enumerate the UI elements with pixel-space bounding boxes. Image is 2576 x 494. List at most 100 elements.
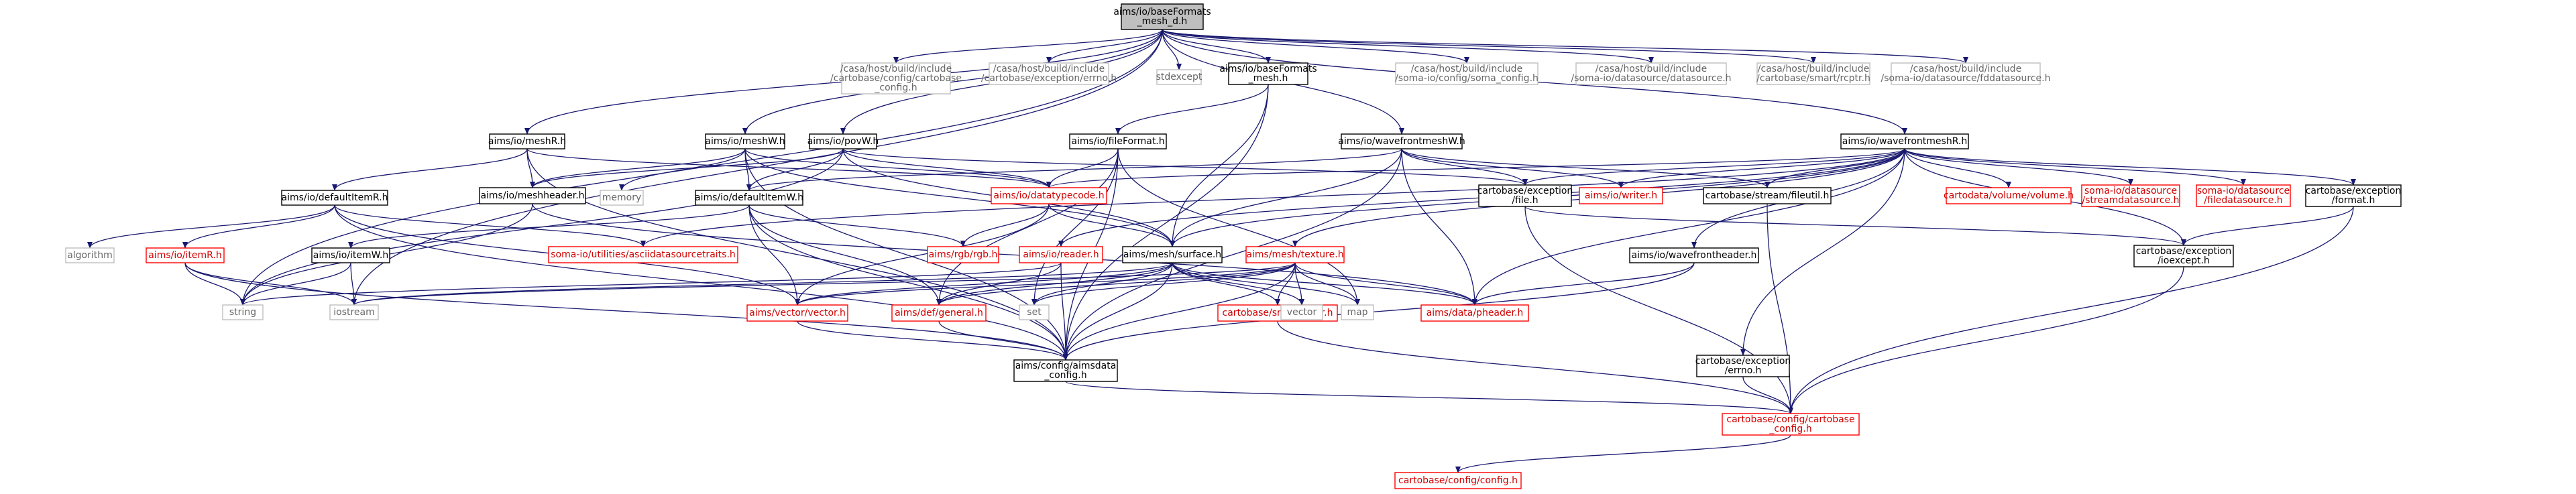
node-aimsdata_cfg[interactable]: aims/config/aimsdata_config.h	[1013, 359, 1118, 382]
node-string[interactable]: string	[222, 304, 264, 320]
node-label: /file.h	[1512, 195, 1538, 206]
node-meshheader[interactable]: aims/io/meshheader.h	[479, 187, 586, 204]
node-errno[interactable]: cartobase/exception/errno.h	[1695, 355, 1791, 377]
edge-texture-to-vector_aims	[795, 262, 1296, 306]
node-label: _config.h	[1044, 370, 1086, 381]
edge-defItemR-to-algorithm	[87, 204, 335, 249]
node-set[interactable]: set	[1019, 304, 1050, 320]
edge-reader-to-string	[240, 262, 1062, 306]
edge-texture-to-vector_std	[1294, 262, 1304, 306]
edge-ioexcept-to-cartobase_cfg	[1788, 266, 2184, 414]
node-general[interactable]: aims/def/general.h	[891, 304, 987, 322]
edge-datatypecode-to-surface	[1048, 203, 1175, 247]
node-wfmeshW[interactable]: aims/io/wavefrontmeshW.h	[1338, 133, 1465, 149]
edge-vector_aims-to-aimsdata_cfg	[797, 320, 1068, 361]
node-box	[1478, 184, 1572, 207]
node-errno_abs[interactable]: /casa/host/build/include/cartobase/excep…	[981, 62, 1117, 85]
node-box	[1341, 133, 1463, 149]
node-label: /casa/host/build/include	[1411, 64, 1522, 74]
node-box	[1579, 187, 1663, 204]
node-vector_aims[interactable]: aims/vector/vector.h	[746, 304, 848, 322]
edge-root-to-fdds_abs	[1162, 29, 1968, 64]
edge-wfmeshR-to-streamds	[1904, 148, 2133, 186]
node-datatypecode[interactable]: aims/io/datatypecode.h	[991, 187, 1107, 204]
node-reader[interactable]: aims/io/reader.h	[1019, 246, 1103, 263]
node-map[interactable]: map	[1341, 304, 1374, 320]
node-label: map	[1347, 307, 1367, 318]
node-iostream[interactable]: iostream	[329, 304, 379, 320]
node-cfg_cart[interactable]: /casa/host/build/include/cartobase/confi…	[830, 62, 962, 95]
node-cartobase_cfg[interactable]: cartobase/config/cartobase_config.h	[1722, 413, 1860, 436]
node-stdexcept[interactable]: stdexcept	[1156, 69, 1202, 85]
node-wfmeshR[interactable]: aims/io/wavefrontmeshR.h	[1840, 133, 1969, 149]
node-rcptr_abs[interactable]: /casa/host/build/include/cartobase/smart…	[1756, 62, 1870, 85]
node-meshW[interactable]: aims/io/meshW.h	[705, 133, 785, 149]
node-texture[interactable]: aims/mesh/texture.h	[1245, 246, 1345, 263]
edge-excfile-to-ioexcept	[1524, 206, 2186, 246]
node-memory[interactable]: memory	[600, 190, 644, 206]
node-label: aims/io/itemW.h	[313, 250, 388, 261]
node-label: aims/config/aimsdata	[1015, 361, 1117, 371]
edge-defItemR-to-asciitraits	[334, 204, 646, 247]
node-surface[interactable]: aims/mesh/surface.h	[1122, 246, 1223, 263]
node-excformat[interactable]: cartobase/exception/format.h	[2305, 184, 2402, 207]
edge-wfmeshR-to-errno	[1740, 148, 1905, 356]
node-box	[222, 304, 264, 320]
node-meshR[interactable]: aims/io/meshR.h	[488, 133, 566, 149]
edge-meshR-to-defItemR	[332, 148, 528, 191]
edge-surface-to-aimsdata_cfg	[1063, 262, 1173, 361]
edge-fileFormat-to-general	[936, 148, 1119, 306]
node-excfile[interactable]: cartobase/exception/file.h	[1477, 184, 1573, 207]
node-label: aims/io/datatypecode.h	[993, 190, 1104, 201]
edge-bfmesh-to-aimsdata_cfg	[1063, 84, 1269, 361]
node-box	[1420, 304, 1529, 322]
node-fdds_abs[interactable]: /casa/host/build/include/soma-io/datasou…	[1881, 62, 2051, 85]
node-label: /soma-io/config/soma_config.h	[1395, 73, 1538, 84]
node-defItemW[interactable]: aims/io/defaultItemW.h	[695, 190, 803, 206]
node-label: aims/io/reader.h	[1023, 249, 1099, 260]
edge-meshR-to-datatypecode	[526, 148, 1052, 188]
node-volume[interactable]: cartodata/volume/volume.h	[1944, 187, 2074, 204]
edge-texture-to-rcptr	[1275, 262, 1296, 306]
edge-bfmesh-to-surface	[1170, 84, 1269, 247]
edge-itemR-to-aimsdata_cfg	[184, 262, 1068, 361]
node-povW[interactable]: aims/io/povW.h	[807, 133, 879, 149]
node-label: /format.h	[2332, 195, 2375, 206]
edge-root-to-cfg_cart	[893, 29, 1163, 64]
node-fileutil[interactable]: cartobase/stream/fileutil.h	[1703, 187, 1832, 204]
edge-wfmeshR-to-pheader	[1472, 148, 1905, 306]
node-root[interactable]: aims/io/baseFormats_mesh_d.h	[1113, 3, 1211, 30]
node-fileFormat[interactable]: aims/io/fileFormat.h	[1069, 133, 1167, 149]
node-box	[1013, 359, 1118, 382]
node-box	[1696, 355, 1790, 377]
node-wfheader[interactable]: aims/io/wavefrontheader.h	[1629, 247, 1759, 263]
node-box	[809, 133, 877, 149]
node-box	[1019, 246, 1103, 263]
node-soma_ds_abs[interactable]: /casa/host/build/include/soma-io/datasou…	[1571, 62, 1732, 85]
node-label: aims/rgb/rgb.h	[929, 249, 998, 260]
node-label: algorithm	[67, 250, 113, 261]
node-fileds[interactable]: soma-io/datasource/filedatasource.h	[2196, 184, 2291, 207]
node-vector_std[interactable]: vector	[1280, 304, 1323, 320]
node-itemR[interactable]: aims/io/itemR.h	[146, 247, 225, 263]
node-config[interactable]: cartobase/config/config.h	[1394, 472, 1522, 489]
edge-root-to-stdexcept	[1162, 29, 1182, 70]
node-label: aims/io/wavefrontmeshR.h	[1842, 136, 1968, 147]
node-itemW[interactable]: aims/io/itemW.h	[311, 247, 390, 263]
node-label: /streamdatasource.h	[2082, 195, 2179, 206]
node-ioexcept[interactable]: cartobase/exception/ioexcept.h	[2133, 245, 2234, 267]
node-box	[1946, 187, 2072, 204]
node-bfmesh[interactable]: aims/io/baseFormats_mesh.h	[1219, 62, 1317, 85]
edge-surface-to-vector_std	[1172, 262, 1304, 306]
node-soma_cfg[interactable]: /casa/host/build/include/soma-io/config/…	[1395, 62, 1538, 85]
node-asciitraits[interactable]: soma-io/utilities/asciidatasourcetraits.…	[548, 246, 738, 263]
node-algorithm[interactable]: algorithm	[65, 247, 115, 263]
node-defItemR[interactable]: aims/io/defaultItemR.h	[281, 190, 388, 206]
edge-root-to-errno_abs	[1046, 29, 1163, 64]
node-streamds[interactable]: soma-io/datasource/streamdatasource.h	[2081, 184, 2180, 207]
edge-wfmeshR-to-excformat	[1904, 148, 2356, 186]
node-rgb[interactable]: aims/rgb/rgb.h	[927, 246, 999, 263]
node-pheader[interactable]: aims/data/pheader.h	[1420, 304, 1529, 322]
node-box	[1228, 62, 1308, 85]
node-writer[interactable]: aims/io/writer.h	[1579, 187, 1663, 204]
